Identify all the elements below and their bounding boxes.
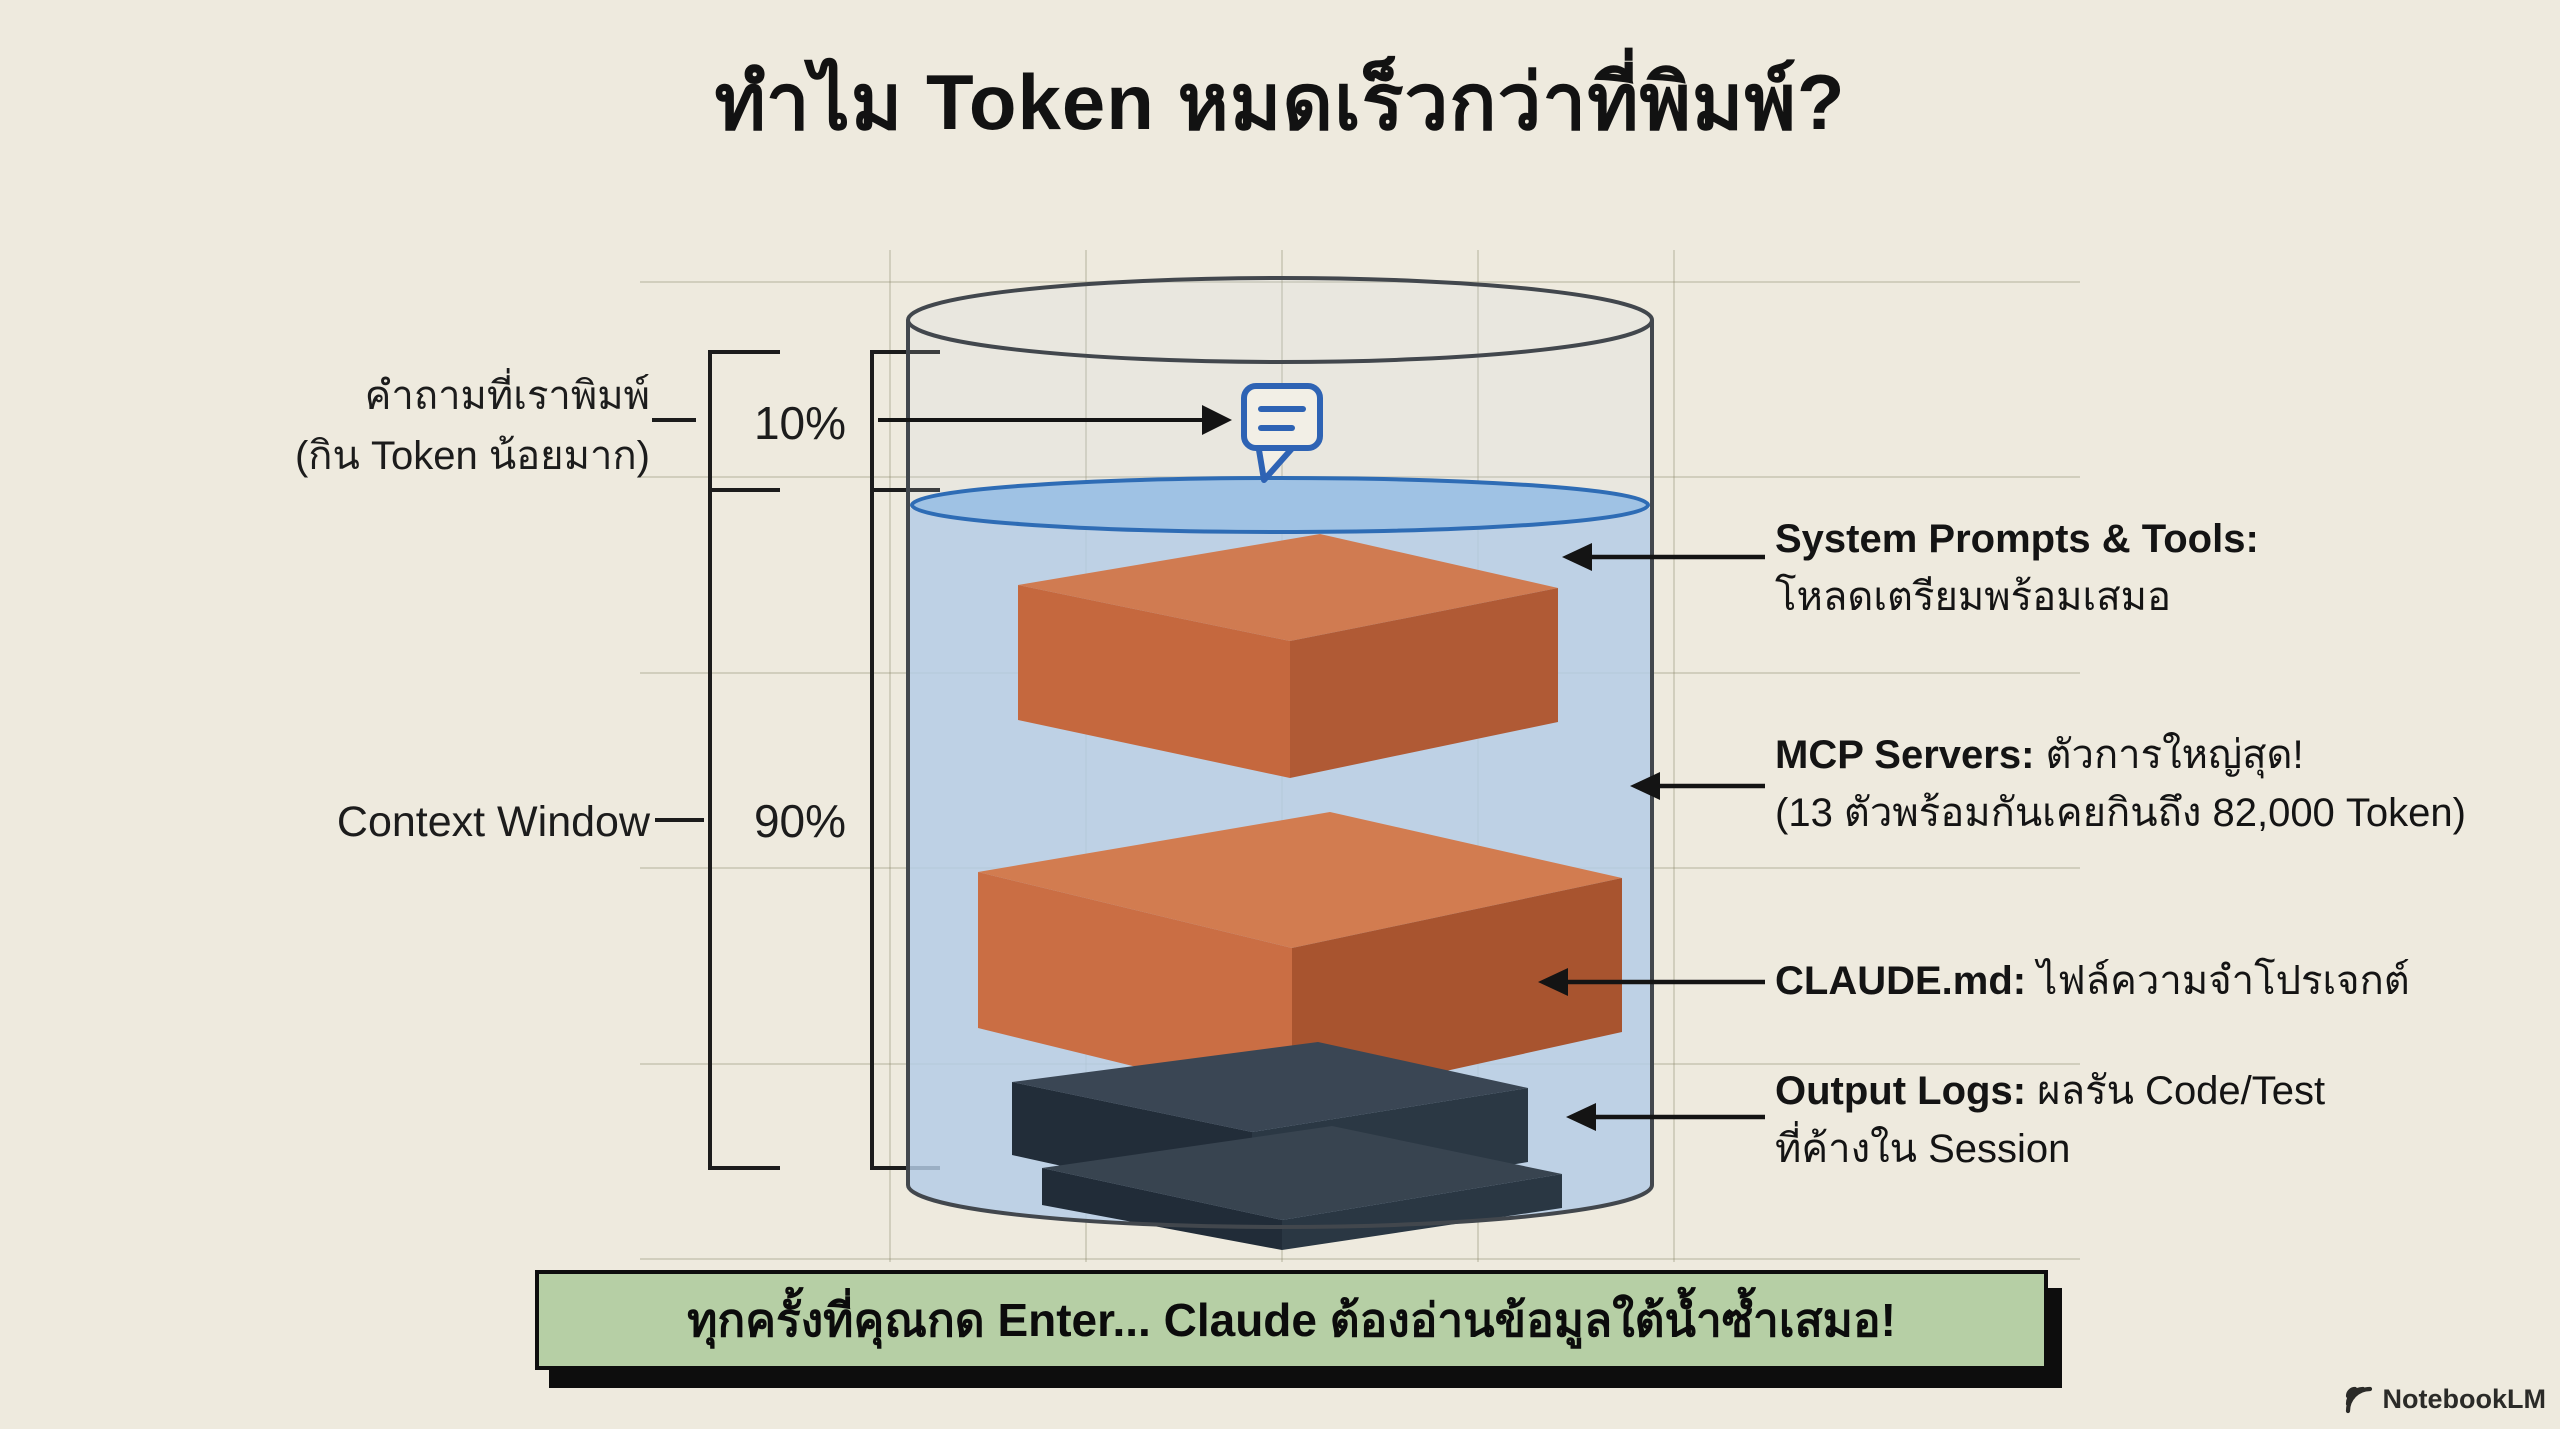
annotation-title: System Prompts & Tools: <box>1775 517 2259 561</box>
typed-question-percent: 10% <box>753 397 847 449</box>
page-title: ทำไม Token หมดเร็วกว่าที่พิมพ์? <box>714 58 1846 146</box>
annotation-arrows <box>1538 543 1765 1131</box>
annotation-claude-md: CLAUDE.md: ไฟล์ความจำโปรเจกต์ <box>1775 952 2535 1010</box>
annotation-title: MCP Servers: <box>1775 733 2035 777</box>
annotation-text: ผลรัน Code/Test <box>2026 1069 2326 1113</box>
annotation-line2: โหลดเตรียมพร้อมเสมอ <box>1775 575 2171 619</box>
typed-question-line2: (กิน Token น้อยมาก) <box>294 434 650 478</box>
annotation-title: Output Logs: <box>1775 1069 2027 1113</box>
glass-outline <box>906 276 1654 1229</box>
typed-question-label: คำถามที่เราพิมพ์ (กิน Token น้อยมาก) <box>210 366 650 486</box>
mcp-servers-arrow <box>1630 772 1765 800</box>
annotation-system-prompts: System Prompts & Tools: โหลดเตรียมพร้อมเ… <box>1775 510 2535 626</box>
conclusion-banner: ทุกครั้งที่คุณกด Enter... Claude ต้องอ่า… <box>535 1270 2048 1370</box>
mcp-servers-block <box>978 812 1622 1105</box>
notebooklm-watermark: NotebookLM <box>2343 1383 2546 1415</box>
context-window-percent: 90% <box>753 795 847 847</box>
annotation-output-logs: Output Logs: ผลรัน Code/Test ที่ค้างใน S… <box>1775 1062 2535 1178</box>
notebooklm-label: NotebookLM <box>2382 1383 2546 1414</box>
output-logs-block <box>1042 1126 1562 1250</box>
notebooklm-logo-icon <box>2345 1386 2372 1414</box>
context-window-label: Context Window <box>336 798 650 846</box>
annotation-text: ไฟล์ความจำโปรเจกต์ <box>2026 959 2410 1003</box>
system-prompts-block <box>1018 534 1558 778</box>
claude-md-arrow <box>1538 968 1765 996</box>
chat-bubble-icon <box>1241 383 1323 483</box>
output-logs-arrow <box>1566 1103 1765 1131</box>
annotation-mcp-servers: MCP Servers: ตัวการใหญ่สุด! (13 ตัวพร้อม… <box>1775 726 2535 842</box>
conclusion-banner-text: ทุกครั้งที่คุณกด Enter... Claude ต้องอ่า… <box>687 1293 1896 1346</box>
annotation-title: CLAUDE.md: <box>1775 959 2027 1003</box>
annotation-line2: ที่ค้างใน Session <box>1775 1127 2071 1171</box>
annotation-text: ตัวการใหญ่สุด! <box>2034 733 2304 777</box>
annotation-line2: (13 ตัวพร้อมกันเคยกินถึง 82,000 Token) <box>1775 791 2466 835</box>
water-surface <box>910 476 1650 534</box>
typed-question-line1: คำถามที่เราพิมพ์ <box>364 374 650 418</box>
system-prompts-arrow <box>1562 543 1765 571</box>
typed-question-arrow <box>878 405 1232 435</box>
percentage-brackets <box>652 350 940 1170</box>
